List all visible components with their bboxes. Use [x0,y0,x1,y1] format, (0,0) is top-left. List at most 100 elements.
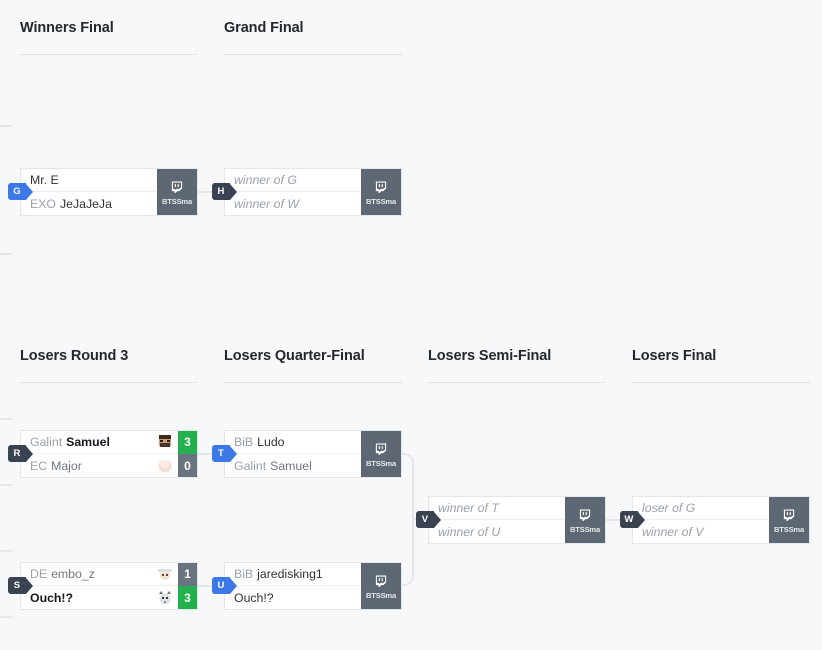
team-name: JeJaJeJa [59,196,112,211]
match-tag-s[interactable]: S [8,577,33,594]
match-tag-letter: U [212,577,230,594]
match-card-g[interactable]: Mr. E EXO JeJaJeJa BTSSma [20,168,198,216]
round-divider [224,382,402,383]
stream-label: BTSSma [365,196,397,206]
twitch-icon [375,575,387,587]
match-card-u[interactable]: BiB jaredisking1 Ouch!? BTSSma [224,562,402,610]
team-name: Mr. E [30,173,59,187]
match-tag-arrow [230,577,237,594]
round-divider [428,382,606,383]
team-prefix: Galint [30,435,63,449]
stream-label: BTSSma [365,590,397,600]
match-card-s[interactable]: DE embo_z 1 Ouch!? [20,562,198,610]
round-title: Losers Round 3 [20,348,129,364]
match-tag-arrow [638,511,645,528]
match-card-h[interactable]: winner of G winner of W BTSSma [224,168,402,216]
round-header-losers-quarter-final: Losers Quarter-Final [224,348,402,383]
match-rows: DE embo_z 1 Ouch!? [21,562,197,609]
team-entry: EXO JeJaJeJa [30,197,157,211]
twitch-icon [375,181,387,193]
stream-label: BTSSma [569,524,601,534]
match-tag-g[interactable]: G [8,183,33,200]
match-tag-letter: V [416,511,434,528]
match-row-bottom[interactable]: EC Major 0 [21,454,197,477]
match-row-top[interactable]: BiB Ludo [225,431,361,454]
match-tag-w[interactable]: W [620,511,645,528]
twitch-icon [579,509,591,521]
team-entry: Galint Samuel [30,435,157,449]
match-tag-arrow [26,183,33,200]
team-name: winner of U [438,524,501,539]
team-name: loser of G [642,501,696,515]
match-row-top[interactable]: BiB jaredisking1 [225,563,361,586]
round-title: Grand Final [224,20,304,36]
match-row-top[interactable]: DE embo_z 1 [21,562,197,586]
team-entry: winner of W [234,197,361,211]
team-entry: EC Major [30,459,157,473]
twitch-icon [375,443,387,455]
team-prefix: DE [30,567,48,581]
match-card-t[interactable]: BiB Ludo Galint Samuel BTSSma [224,430,402,478]
score-cell: 3 [178,586,197,609]
round-divider [632,382,810,383]
match-row-top[interactable]: winner of G [225,169,361,192]
stream-badge[interactable]: BTSSma [361,169,401,215]
match-row-top[interactable]: Mr. E [21,169,157,192]
match-row-bottom[interactable]: EXO JeJaJeJa [21,192,157,215]
match-tag-arrow [230,183,237,200]
stream-badge[interactable]: BTSSma [565,497,605,543]
stream-label: BTSSma [161,196,193,206]
match-tag-r[interactable]: R [8,445,33,462]
team-entry: DE embo_z [30,567,157,581]
match-tag-letter: S [8,577,26,594]
team-name: winner of G [234,173,297,187]
round-title: Winners Final [20,20,114,36]
match-row-top[interactable]: winner of T [429,497,565,520]
match-row-top[interactable]: loser of G [633,497,769,520]
team-entry: winner of T [438,501,565,515]
stream-badge[interactable]: BTSSma [157,169,197,215]
match-card-v[interactable]: winner of T winner of U BTSSma [428,496,606,544]
match-rows: loser of G winner of V [633,497,769,543]
match-row-bottom[interactable]: winner of U [429,520,565,543]
match-tag-t[interactable]: T [212,445,237,462]
match-row-bottom[interactable]: winner of V [633,520,769,543]
match-card-r[interactable]: Galint Samuel 3 EC Major [20,430,198,478]
match-row-bottom[interactable]: Galint Samuel [225,454,361,477]
stream-badge[interactable]: BTSSma [361,431,401,477]
score-cell: 3 [178,430,197,454]
match-rows: winner of G winner of W [225,169,361,215]
match-tag-v[interactable]: V [416,511,441,528]
stream-badge[interactable]: BTSSma [769,497,809,543]
match-row-bottom[interactable]: Ouch!? 3 [21,586,197,609]
team-entry: winner of V [642,525,769,539]
round-divider [20,382,198,383]
score-cell: 0 [178,454,197,477]
match-card-w[interactable]: loser of G winner of V BTSSma [632,496,810,544]
match-tag-letter: G [8,183,26,200]
match-tag-h[interactable]: H [212,183,237,200]
player-avatar-icon [157,590,173,606]
match-tag-u[interactable]: U [212,577,237,594]
team-prefix: BiB [234,567,254,581]
connector-into-s [0,550,12,618]
match-tag-letter: T [212,445,230,462]
team-entry: Ouch!? [234,591,361,605]
match-tag-arrow [26,577,33,594]
team-prefix: Galint [234,458,267,473]
round-header-losers-final: Losers Final [632,348,810,383]
round-header-winners-final: Winners Final [20,20,198,55]
team-name: embo_z [51,567,95,581]
stream-badge[interactable]: BTSSma [361,563,401,609]
score-cell: 1 [178,562,197,586]
match-row-bottom[interactable]: winner of W [225,192,361,215]
team-prefix: EXO [30,196,56,211]
team-name: Ouch!? [30,590,74,605]
team-name: Major [51,458,82,473]
match-tag-letter: H [212,183,230,200]
round-title: Losers Semi-Final [428,348,552,364]
match-row-bottom[interactable]: Ouch!? [225,586,361,609]
match-row-top[interactable]: Galint Samuel 3 [21,430,197,454]
stream-label: BTSSma [365,458,397,468]
